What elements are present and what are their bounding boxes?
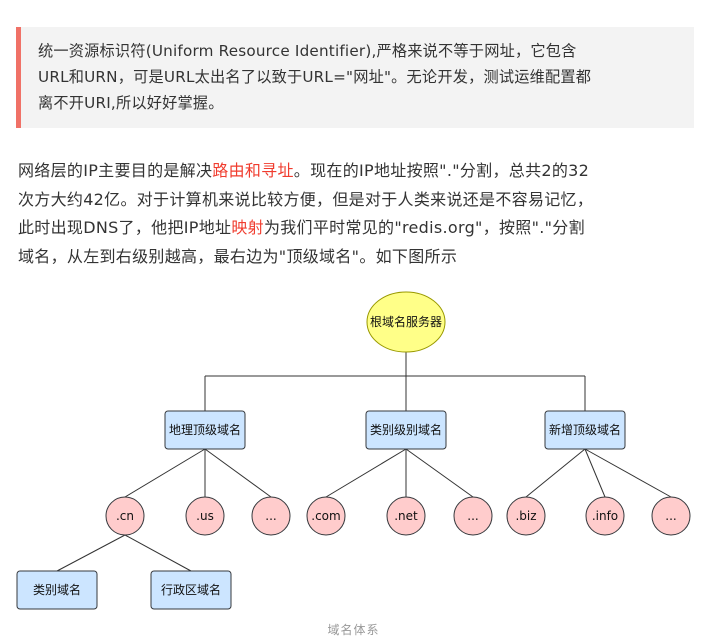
quote-line-2: URL和URN，可是URL太出名了以致于URL="网址"。无论开发，测试运维配置…: [38, 68, 592, 86]
tree-edge: [405, 448, 474, 498]
tld-2-2-label: ...: [665, 509, 676, 523]
cn-subdomain-0-label: 类别域名: [33, 582, 81, 597]
para-line-4: 域名，从左到右级别越高，最右边为"顶级域名"。如下图所示: [18, 246, 458, 266]
tld-2-0-label: .biz: [515, 509, 536, 523]
tld-1-1-label: .net: [394, 509, 418, 523]
tld-group-2-box: [544, 410, 626, 450]
para-text: 网络层的IP主要目的是解决: [18, 161, 213, 180]
tld-1-2-circle: [453, 496, 493, 536]
tld-0-1-label: .us: [196, 509, 214, 523]
body-paragraph: 网络层的IP主要目的是解决路由和寻址。现在的IP地址按照"."分割，总共2的32…: [18, 157, 698, 271]
para-text: 。现在的IP地址按照"."分割，总共2的32: [293, 161, 590, 180]
tld-group-2-label: 新增顶级域名: [549, 422, 621, 437]
tld-2-2-circle: [651, 496, 691, 536]
tree-edge: [525, 448, 586, 498]
tld-0-0-label: .cn: [116, 509, 134, 523]
root-server-label: 根域名服务器: [370, 314, 442, 329]
quote-line-3: 离不开URI,所以好好掌握。: [38, 94, 224, 112]
tree-edge: [124, 448, 206, 498]
para-line-2: 次方大约42亿。对于计算机来说比较方便，但是对于人类来说还是不容易记忆，: [18, 189, 594, 209]
cn-subdomain-1-label: 行政区域名: [161, 582, 221, 597]
tree-edge: [204, 448, 272, 498]
root-server-ellipse: [366, 291, 446, 353]
tld-2-1-circle: [585, 496, 625, 536]
cn-subdomain-0-box: [16, 570, 98, 610]
tld-0-2-label: ...: [265, 509, 276, 523]
cn-subdomain-1-box: [150, 570, 232, 610]
tree-edge: [124, 534, 192, 572]
tld-0-0-circle: [105, 496, 145, 536]
tree-edge: [56, 534, 126, 572]
tld-group-1-label: 类别级别域名: [370, 422, 442, 437]
highlight-mapping: 映射: [231, 218, 264, 237]
quote-line-1: 统一资源标识符(Uniform Resource Identifier),严格来…: [38, 42, 577, 60]
blockquote: 统一资源标识符(Uniform Resource Identifier),严格来…: [16, 27, 694, 128]
tld-2-1-label: .info: [592, 509, 618, 523]
tld-0-1-circle: [185, 496, 225, 536]
tld-0-2-circle: [251, 496, 291, 536]
para-text: 为我们平时常见的"redis.org"，按照"."分割: [263, 218, 585, 237]
para-line-1: 网络层的IP主要目的是解决路由和寻址。现在的IP地址按照"."分割，总共2的32: [18, 157, 698, 186]
highlight-routing: 路由和寻址: [212, 161, 294, 180]
tld-group-1-box: [365, 410, 447, 450]
tree-edge: [325, 448, 407, 498]
tld-2-0-circle: [506, 496, 546, 536]
figure-caption: 域名体系: [327, 623, 380, 637]
tld-group-0-label: 地理顶级域名: [169, 422, 241, 437]
tld-1-1-circle: [386, 496, 426, 536]
tree-edges: [56, 352, 672, 572]
para-text: 此时出现DNS了，他把IP地址: [18, 218, 232, 237]
tld-1-0-label: .com: [311, 509, 340, 523]
tld-1-2-label: ...: [467, 509, 478, 523]
tree-edge: [584, 448, 672, 498]
para-line-3: 此时出现DNS了，他把IP地址映射为我们平时常见的"redis.org"，按照"…: [18, 214, 698, 243]
tld-1-0-circle: [306, 496, 346, 536]
tld-group-0-box: [164, 410, 246, 450]
tree-edge: [584, 448, 606, 498]
